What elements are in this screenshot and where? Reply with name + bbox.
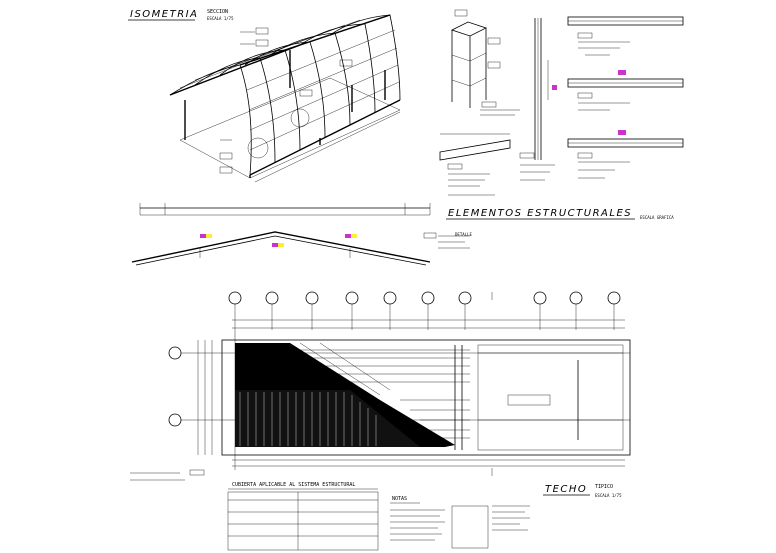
accent-marker <box>552 85 557 90</box>
techo-title: TECHO <box>545 484 587 495</box>
isometria-block: ISOMETRIA SECCION ESCALA 1/75 <box>128 9 401 183</box>
accent-marker <box>278 243 284 247</box>
accent-marker <box>345 234 351 238</box>
accent-marker <box>351 234 357 238</box>
notas-title: NOTAS <box>392 496 407 502</box>
accent-marker <box>206 234 212 238</box>
detalle-label: DETALLE <box>455 232 472 237</box>
cubierta-table: CUBIERTA APLICABLE AL SISTEMA ESTRUCTURA… <box>227 482 379 551</box>
elementos-scale: ESCALA GRAFICA <box>640 215 674 220</box>
isometria-title: ISOMETRIA <box>130 9 198 20</box>
elementos-title: ELEMENTOS ESTRUCTURALES <box>448 208 632 219</box>
profiles <box>567 16 684 179</box>
column-detail <box>439 9 557 196</box>
notas-block: NOTAS <box>390 496 530 549</box>
isometria-sub: SECCION <box>207 9 228 15</box>
isometric-callouts <box>219 27 353 174</box>
accent-marker <box>618 130 626 135</box>
isometric-roof <box>169 14 401 183</box>
techo-scale: ESCALA 1/75 <box>595 493 622 498</box>
isometria-scale: ESCALA 1/75 <box>207 16 234 21</box>
accent-marker <box>200 234 206 238</box>
roof-section: DETALLE <box>131 203 472 266</box>
purlins-plan <box>299 342 470 450</box>
cubierta-title: CUBIERTA APLICABLE AL SISTEMA ESTRUCTURA… <box>232 482 355 488</box>
roof-hatch-dark <box>235 390 420 447</box>
accent-marker <box>618 70 626 75</box>
roof-corrugation <box>239 392 377 446</box>
accent-marker <box>272 243 278 247</box>
roof-plan <box>130 291 631 481</box>
techo-sub: TIPICO <box>595 484 613 490</box>
